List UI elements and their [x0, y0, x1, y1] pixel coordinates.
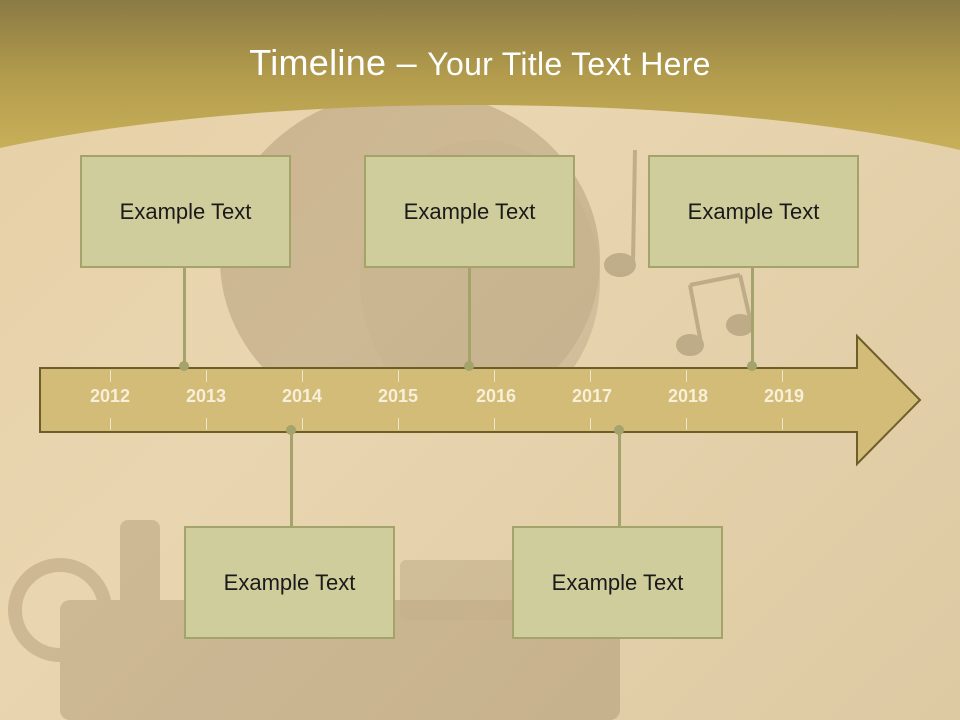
tick-mark [302, 418, 303, 430]
tick-mark [782, 370, 783, 382]
tick-mark [782, 418, 783, 430]
tick-mark [110, 418, 111, 430]
event-label: Example Text [687, 198, 820, 224]
event-marker-dot [614, 425, 624, 435]
event-box-bottom-2[interactable]: Example Text [512, 526, 723, 639]
event-label: Example Text [551, 569, 684, 595]
event-box-top-2[interactable]: Example Text [364, 155, 575, 268]
tick-mark [590, 370, 591, 382]
tick-mark [494, 370, 495, 382]
event-box-top-3[interactable]: Example Text [648, 155, 859, 268]
tick-mark [494, 418, 495, 430]
event-box-bottom-1[interactable]: Example Text [184, 526, 395, 639]
tick-mark [206, 370, 207, 382]
event-connector [618, 432, 621, 528]
tick-mark [590, 418, 591, 430]
tick-mark [686, 370, 687, 382]
year-label-2012: 2012 [89, 386, 131, 406]
event-marker-dot [464, 361, 474, 371]
title-rest: Your Title Text Here [427, 46, 711, 82]
year-label-2014: 2014 [281, 386, 323, 406]
event-connector [751, 268, 754, 366]
title-main: Timeline [249, 42, 387, 83]
year-label-2017: 2017 [571, 386, 613, 406]
timeline-arrow [39, 333, 922, 467]
title-banner [0, 0, 960, 150]
event-label: Example Text [119, 198, 252, 224]
event-connector [468, 268, 471, 366]
tick-mark [110, 370, 111, 382]
event-label: Example Text [403, 198, 536, 224]
year-label-2016: 2016 [475, 386, 517, 406]
year-label-2015: 2015 [377, 386, 419, 406]
year-label-2018: 2018 [667, 386, 709, 406]
event-connector [290, 432, 293, 528]
page-title: Timeline – Your Title Text Here [0, 42, 960, 84]
event-marker-dot [286, 425, 296, 435]
tick-mark [398, 418, 399, 430]
event-marker-dot [747, 361, 757, 371]
year-label-2019: 2019 [763, 386, 805, 406]
event-label: Example Text [223, 569, 356, 595]
tick-mark [686, 418, 687, 430]
event-connector [183, 268, 186, 366]
event-marker-dot [179, 361, 189, 371]
title-dash: – [386, 42, 428, 83]
tick-mark [206, 418, 207, 430]
tick-mark [398, 370, 399, 382]
event-box-top-1[interactable]: Example Text [80, 155, 291, 268]
tick-mark [302, 370, 303, 382]
year-label-2013: 2013 [185, 386, 227, 406]
